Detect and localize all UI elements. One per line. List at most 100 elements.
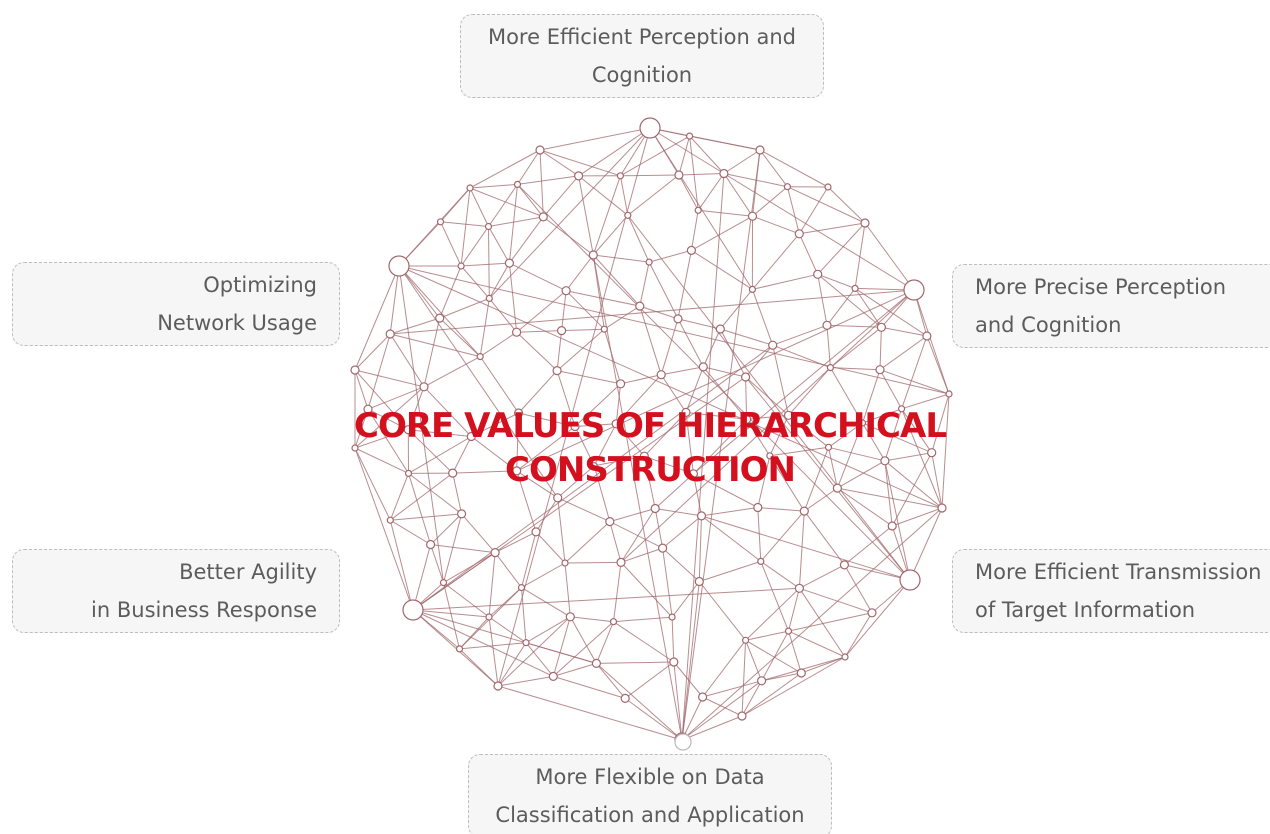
network-node [794, 583, 805, 593]
network-edge [691, 215, 753, 251]
network-node [756, 676, 767, 686]
network-node [439, 578, 448, 587]
network-edge [884, 460, 911, 581]
network-node [386, 516, 394, 524]
network-edge [864, 222, 915, 291]
network-edge [565, 290, 640, 307]
network-edge [516, 330, 562, 333]
network-edge [884, 408, 903, 461]
network-edge [788, 630, 802, 674]
network-edge [620, 547, 663, 563]
network-node [561, 286, 571, 296]
network-edge [798, 233, 819, 275]
network-edge [654, 508, 664, 549]
network-edge [516, 412, 520, 471]
network-edge [639, 261, 650, 307]
network-edge [461, 513, 496, 553]
network-node [799, 506, 809, 516]
network-edge [662, 548, 673, 618]
network-node [867, 608, 877, 618]
network-edge [525, 616, 571, 644]
network-edge [459, 648, 499, 687]
network-edge [440, 187, 471, 223]
network-edge [390, 317, 440, 335]
network-edge [471, 412, 519, 437]
network-edge [389, 265, 400, 335]
network-edge [690, 210, 699, 251]
network-edge [745, 376, 789, 416]
network-edge [412, 544, 432, 611]
network-node [945, 390, 953, 398]
network-edge [697, 173, 725, 211]
network-edge [854, 222, 866, 289]
network-edge [439, 265, 462, 319]
network-node [512, 466, 522, 476]
network-edge [829, 367, 863, 424]
network-node [899, 569, 921, 591]
callout-line: More Flexible on Data [535, 765, 765, 789]
network-node [538, 212, 548, 222]
network-edge [452, 470, 517, 474]
network-node [513, 180, 522, 188]
network-edge [497, 675, 554, 687]
network-edge [639, 305, 679, 320]
network-edge [837, 487, 893, 527]
network-edge [681, 507, 943, 741]
network-edge [662, 515, 702, 549]
network-node [419, 382, 429, 392]
network-node [476, 353, 484, 361]
network-edge [452, 436, 472, 474]
network-edge [826, 288, 856, 326]
network-node [363, 404, 373, 414]
network-node [457, 262, 465, 270]
network-node [668, 613, 676, 621]
network-edge [803, 447, 829, 512]
network-node [565, 612, 575, 622]
network-edge [609, 521, 622, 563]
network-node [552, 366, 562, 376]
network-edge [460, 187, 471, 267]
network-edge [817, 222, 866, 275]
network-edge [488, 552, 496, 618]
network-node [887, 521, 897, 531]
network-edge [578, 175, 629, 216]
network-node [504, 258, 514, 268]
network-edge [443, 582, 460, 650]
network-edge [517, 175, 579, 185]
network-edge [564, 562, 571, 617]
network-node [600, 325, 608, 333]
network-edge [661, 366, 704, 376]
network-edge [681, 696, 704, 741]
network-node [435, 313, 445, 323]
network-edge [699, 560, 761, 582]
network-edge [407, 429, 454, 474]
network-edge [677, 250, 692, 319]
network-edge [843, 564, 873, 614]
network-node [674, 170, 684, 180]
network-edge [561, 290, 567, 331]
network-edge [578, 127, 651, 177]
callout-line: Classification and Application [495, 803, 805, 827]
network-node [694, 206, 702, 214]
network-edge [539, 149, 544, 217]
network-node [605, 516, 615, 527]
network-edge [423, 317, 441, 387]
network-edge [354, 369, 425, 388]
network-edge [488, 226, 490, 299]
network-edge [701, 507, 758, 517]
network-edge [788, 414, 829, 448]
network-edge [613, 562, 622, 622]
network-edge [862, 422, 886, 462]
network-edge [689, 135, 761, 151]
network-node [455, 645, 464, 653]
network-edge [837, 487, 943, 509]
network-edge [798, 511, 805, 589]
network-edge [677, 318, 704, 368]
callout-line: Cognition [591, 63, 693, 87]
network-node [897, 405, 906, 413]
network-edge [367, 408, 409, 431]
network-edge [556, 370, 621, 385]
network-node [635, 301, 645, 311]
network-edge [412, 609, 499, 687]
